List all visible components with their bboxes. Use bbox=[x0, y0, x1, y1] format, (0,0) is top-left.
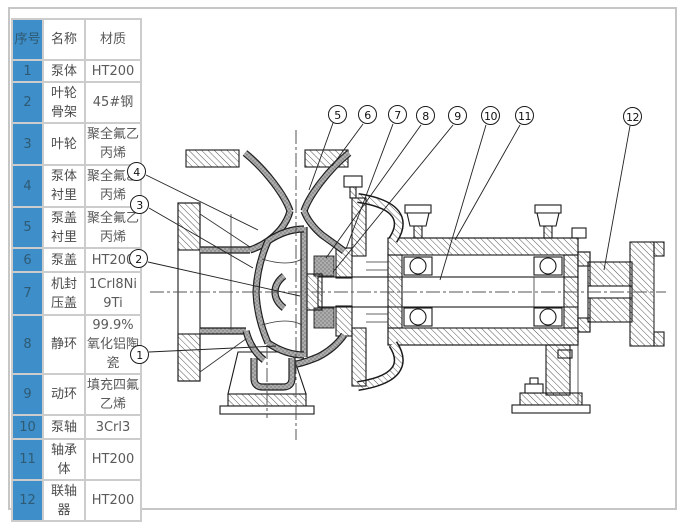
cell-name: 泵盖衬里 bbox=[42, 206, 86, 249]
callout-3: 3 bbox=[130, 195, 149, 214]
cell-material: 填充四氟乙烯 bbox=[84, 373, 142, 416]
cell-name: 泵盖 bbox=[42, 247, 86, 273]
cell-no: 2 bbox=[11, 81, 44, 124]
callout-7: 7 bbox=[388, 105, 407, 124]
table-row: 3 叶轮 聚全氟乙丙烯 bbox=[11, 122, 142, 166]
table-row: 7 机封压盖 1Crl8Ni9Ti bbox=[11, 271, 142, 316]
cell-material: 聚全氟乙丙烯 bbox=[84, 164, 142, 208]
cell-material: 聚全氟乙丙烯 bbox=[84, 122, 142, 166]
cell-no: 8 bbox=[11, 314, 44, 375]
cell-name: 联轴器 bbox=[42, 479, 86, 522]
parts-material-table: 序号 名称 材质 1 泵体 HT200 2 叶轮骨架 45#钢 3 叶轮 聚全氟… bbox=[11, 18, 142, 522]
cell-name: 泵体 bbox=[42, 59, 86, 83]
cell-no: 5 bbox=[11, 206, 44, 249]
callout-6: 6 bbox=[358, 105, 377, 124]
callout-1: 1 bbox=[130, 345, 149, 364]
cell-no: 4 bbox=[11, 164, 44, 208]
cell-no: 10 bbox=[11, 414, 44, 440]
cell-name: 静环 bbox=[42, 314, 86, 375]
header-no: 序号 bbox=[11, 18, 44, 61]
callout-10: 10 bbox=[481, 106, 500, 125]
callout-11: 11 bbox=[515, 106, 534, 125]
header-material: 材质 bbox=[84, 18, 142, 61]
callout-8: 8 bbox=[416, 106, 435, 125]
callout-12: 12 bbox=[623, 107, 642, 126]
cell-name: 泵轴 bbox=[42, 414, 86, 440]
callout-5: 5 bbox=[328, 105, 347, 124]
table-row: 1 泵体 HT200 bbox=[11, 59, 142, 83]
table-header-row: 序号 名称 材质 bbox=[11, 18, 142, 61]
cell-name: 机封压盖 bbox=[42, 271, 86, 316]
cell-material: 1Crl8Ni9Ti bbox=[84, 271, 142, 316]
cell-material: HT200 bbox=[84, 59, 142, 83]
callout-9: 9 bbox=[448, 106, 467, 125]
cell-name: 叶轮骨架 bbox=[42, 81, 86, 124]
cell-no: 3 bbox=[11, 122, 44, 166]
table-row: 8 静环 99.9%氧化铝陶瓷 bbox=[11, 314, 142, 375]
header-name: 名称 bbox=[42, 18, 86, 61]
table-row: 11 轴承体 HT200 bbox=[11, 438, 142, 481]
callout-2: 2 bbox=[129, 249, 148, 268]
cell-material: 45#钢 bbox=[84, 81, 142, 124]
cell-material: HT200 bbox=[84, 438, 142, 481]
table-row: 6 泵盖 HT200 bbox=[11, 247, 142, 273]
cell-material: 3Crl3 bbox=[84, 414, 142, 440]
table-row: 4 泵体衬里 聚全氟乙丙烯 bbox=[11, 164, 142, 208]
cell-material: HT200 bbox=[84, 479, 142, 522]
table-row: 10 泵轴 3Crl3 bbox=[11, 414, 142, 440]
cell-no: 11 bbox=[11, 438, 44, 481]
cell-name: 叶轮 bbox=[42, 122, 86, 166]
cell-no: 1 bbox=[11, 59, 44, 83]
cell-no: 9 bbox=[11, 373, 44, 416]
cell-material: 聚全氟乙丙烯 bbox=[84, 206, 142, 249]
cell-material: 99.9%氧化铝陶瓷 bbox=[84, 314, 142, 375]
table-row: 12 联轴器 HT200 bbox=[11, 479, 142, 522]
table-row: 5 泵盖衬里 聚全氟乙丙烯 bbox=[11, 206, 142, 249]
table-row: 9 动环 填充四氟乙烯 bbox=[11, 373, 142, 416]
cell-name: 动环 bbox=[42, 373, 86, 416]
cell-name: 轴承体 bbox=[42, 438, 86, 481]
cell-no: 7 bbox=[11, 271, 44, 316]
cell-no: 6 bbox=[11, 247, 44, 273]
callout-4: 4 bbox=[127, 162, 146, 181]
cell-no: 12 bbox=[11, 479, 44, 522]
table-row: 2 叶轮骨架 45#钢 bbox=[11, 81, 142, 124]
cell-name: 泵体衬里 bbox=[42, 164, 86, 208]
